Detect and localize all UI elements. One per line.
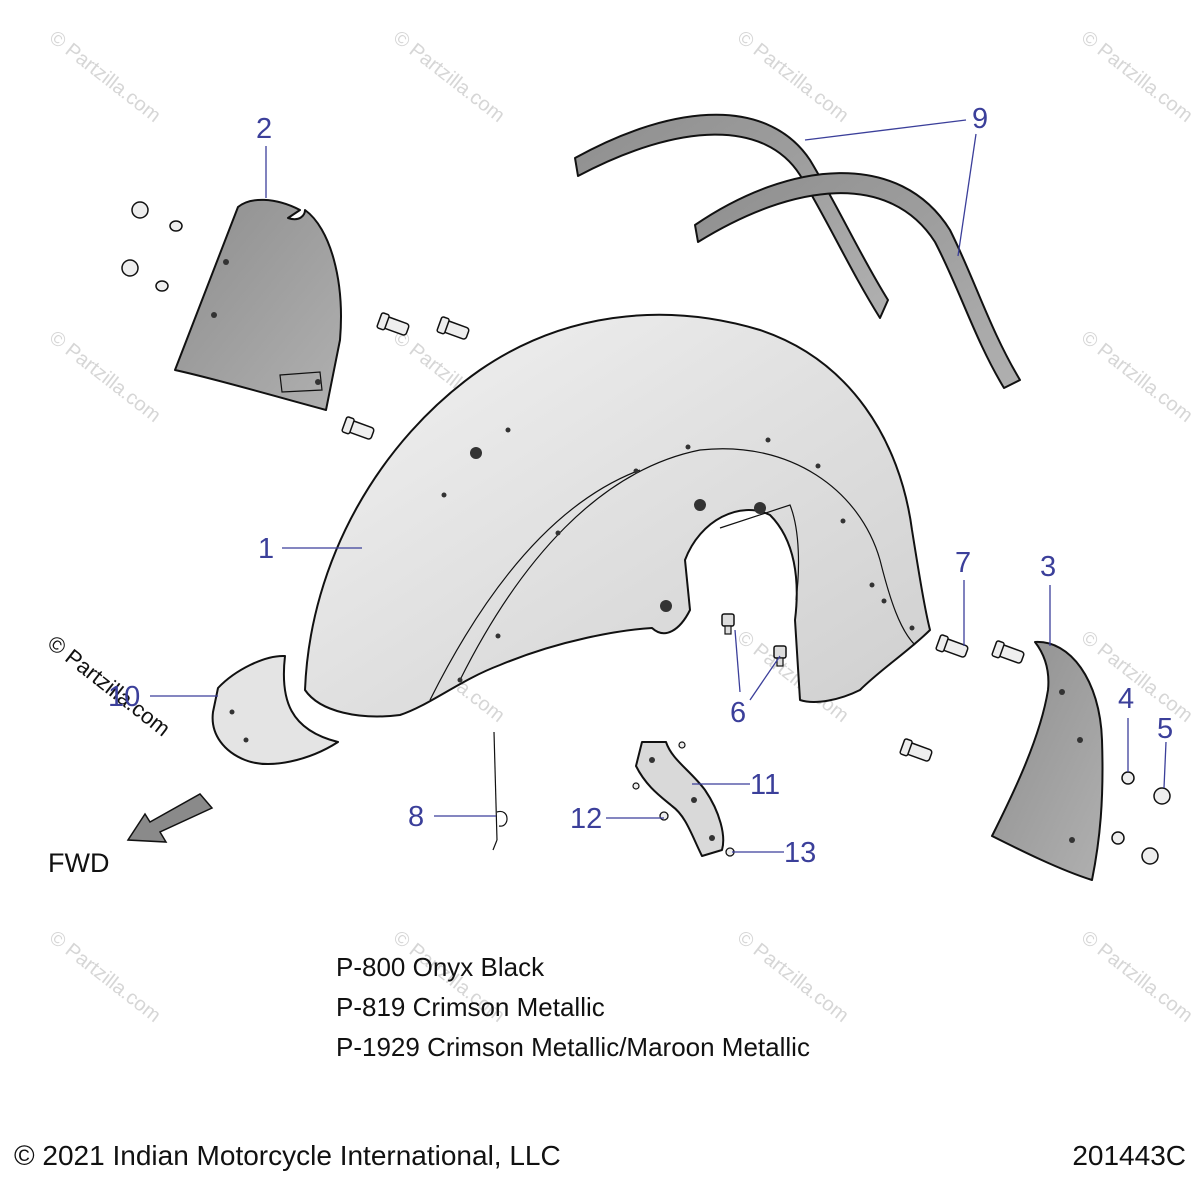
fwd-label: FWD <box>48 848 109 878</box>
watermark: © Partzilla.com <box>389 27 509 127</box>
hardware-group <box>121 201 1171 865</box>
rear-fender-part-1 <box>304 313 931 718</box>
strap-part-8 <box>492 731 508 851</box>
callout-3: 3 <box>1040 551 1056 583</box>
watermark: © Partzilla.com <box>45 27 165 127</box>
watermark: © Partzilla.com <box>1077 27 1197 127</box>
tip-trim-part-10 <box>211 654 339 765</box>
callout-7: 7 <box>955 547 971 579</box>
side-cover-part-3 <box>991 640 1104 881</box>
callout-8: 8 <box>408 801 424 833</box>
copyright-notice: © 2021 Indian Motorcycle International, … <box>14 1140 561 1171</box>
callout-10: 10 <box>108 681 140 713</box>
callout-6: 6 <box>730 697 746 729</box>
paint-code-3: P-1929 Crimson Metallic/Maroon Metallic <box>336 1032 810 1062</box>
watermark: © Partzilla.com <box>733 27 853 127</box>
watermark: © Partzilla.com <box>1077 927 1197 1027</box>
diagram-number: 201443C <box>1072 1140 1186 1171</box>
callout-1: 1 <box>258 533 274 565</box>
callout-2: 2 <box>256 113 272 145</box>
forward-arrow: FWD <box>48 793 214 878</box>
leader-line <box>749 655 781 701</box>
leader-line <box>1163 741 1167 789</box>
bracket-part-11 <box>635 741 725 857</box>
callout-12: 12 <box>570 803 602 835</box>
paint-code-1: P-800 Onyx Black <box>336 952 545 982</box>
callout-5: 5 <box>1157 713 1173 745</box>
leader-line <box>804 119 967 141</box>
trim-strips-part-9 <box>574 113 1021 389</box>
leader-line <box>734 629 741 693</box>
callout-numbers: 1 2 3 4 5 6 7 8 9 10 11 12 13 <box>108 103 1173 869</box>
watermark: © Partzilla.com <box>733 927 853 1027</box>
watermark: © Partzilla.com <box>1077 327 1197 427</box>
watermark: © Partzilla.com <box>45 927 165 1027</box>
callout-13: 13 <box>784 837 816 869</box>
leader-lines <box>150 119 1167 853</box>
side-cover-part-2 <box>174 198 342 411</box>
callout-9: 9 <box>972 103 988 135</box>
leader-line <box>957 133 977 257</box>
paint-code-2: P-819 Crimson Metallic <box>336 992 605 1022</box>
watermark: © Partzilla.com <box>45 327 165 427</box>
callout-4: 4 <box>1118 683 1134 715</box>
callout-11: 11 <box>750 769 780 801</box>
